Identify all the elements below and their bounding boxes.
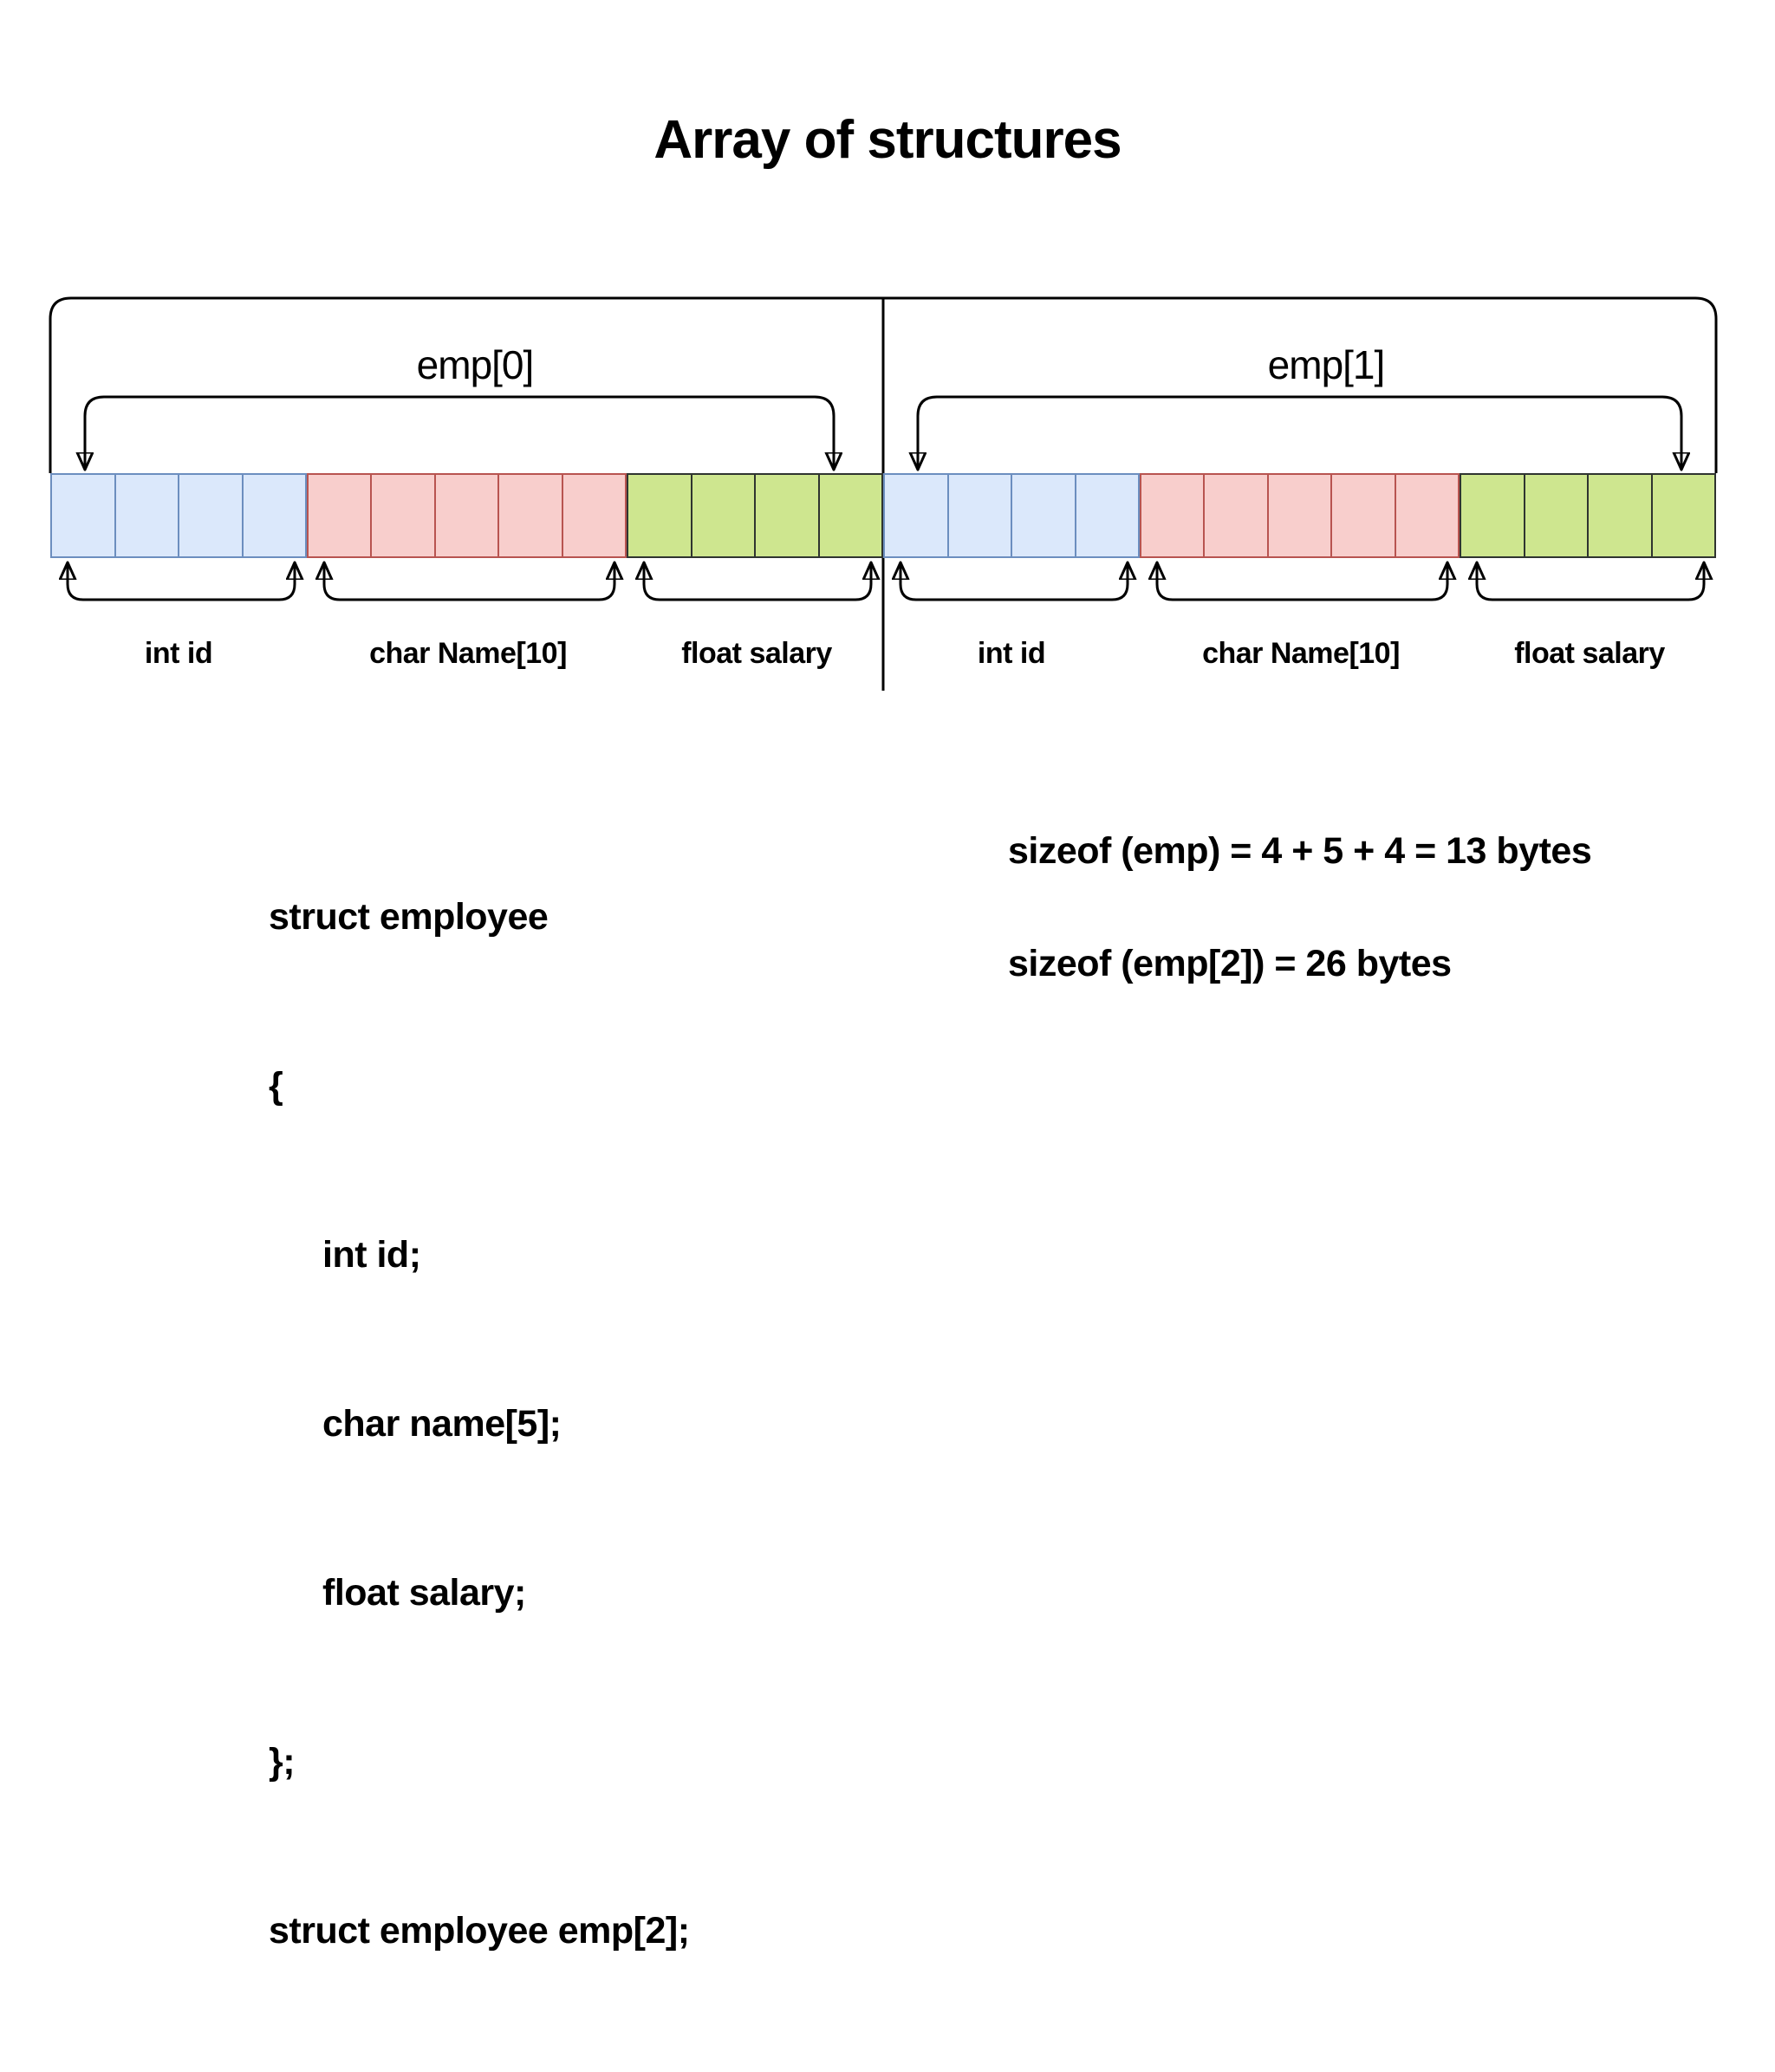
byte-cell [1074, 475, 1139, 556]
field-label-emp0-char-name: char Name[10] [369, 637, 567, 670]
field-label-emp1-char-name: char Name[10] [1202, 637, 1400, 670]
field-segment [1460, 473, 1716, 558]
byte-cell [1587, 475, 1651, 556]
emp0-float-salary-bracket [644, 562, 871, 601]
byte-cell [52, 475, 114, 556]
emp0-label: emp[0] [416, 342, 535, 387]
byte-cell [309, 475, 370, 556]
byte-cell [241, 475, 306, 556]
memory-cells-row [50, 473, 1716, 558]
field-segment [50, 473, 307, 558]
emp0-char-name-bracket [324, 562, 614, 601]
emp0-span-arrow [85, 395, 834, 470]
byte-cell [1203, 475, 1266, 556]
code-line: }; [269, 1741, 296, 1783]
code-line: char name[5]; [322, 1403, 562, 1445]
code-line: struct employee [269, 896, 549, 938]
byte-cell [1523, 475, 1588, 556]
emp1-char-name-bracket [1157, 562, 1447, 601]
emp1-span-arrow [918, 395, 1681, 470]
byte-cell [885, 475, 947, 556]
byte-cell [1650, 475, 1715, 556]
code-line: float salary; [322, 1572, 526, 1614]
byte-cell [1141, 475, 1203, 556]
byte-cell [690, 475, 755, 556]
byte-cell [433, 475, 497, 556]
byte-cell [1011, 475, 1075, 556]
byte-cell [1330, 475, 1394, 556]
byte-cell [1394, 475, 1458, 556]
emp1-int-id-bracket [901, 562, 1128, 601]
field-segment [883, 473, 1140, 558]
byte-cell [628, 475, 691, 556]
field-label-emp1-float-salary: float salary [1514, 637, 1665, 670]
byte-cell [114, 475, 179, 556]
code-line: { [269, 1065, 283, 1107]
byte-cell [561, 475, 625, 556]
field-label-emp1-int-id: int id [977, 637, 1046, 670]
byte-cell [370, 475, 433, 556]
byte-cell [178, 475, 242, 556]
sizeof-note-struct: sizeof (emp) = 4 + 5 + 4 = 13 bytes [1008, 830, 1592, 872]
byte-cell [1266, 475, 1330, 556]
byte-cell [946, 475, 1011, 556]
page-title: Array of structures [653, 110, 1122, 170]
field-label-emp0-float-salary: float salary [681, 637, 832, 670]
byte-cell [817, 475, 882, 556]
page: Array of structures emp[0] emp[1] int id… [49, 110, 1718, 1952]
field-label-emp0-int-id: int id [144, 637, 213, 670]
field-segment [627, 473, 883, 558]
byte-cell [1461, 475, 1524, 556]
emp1-label: emp[1] [1267, 342, 1386, 387]
emp0-int-id-bracket [68, 562, 295, 601]
emp1-float-salary-bracket [1477, 562, 1704, 601]
sizeof-note-array: sizeof (emp[2]) = 26 bytes [1008, 943, 1452, 984]
code-line: struct employee emp[2]; [269, 1910, 690, 1952]
code-block: struct employee { int id; char name[5]; … [269, 776, 690, 2072]
field-segment [1140, 473, 1460, 558]
byte-cell [497, 475, 561, 556]
byte-cell [754, 475, 818, 556]
field-segment [307, 473, 627, 558]
code-line: int id; [322, 1234, 421, 1276]
